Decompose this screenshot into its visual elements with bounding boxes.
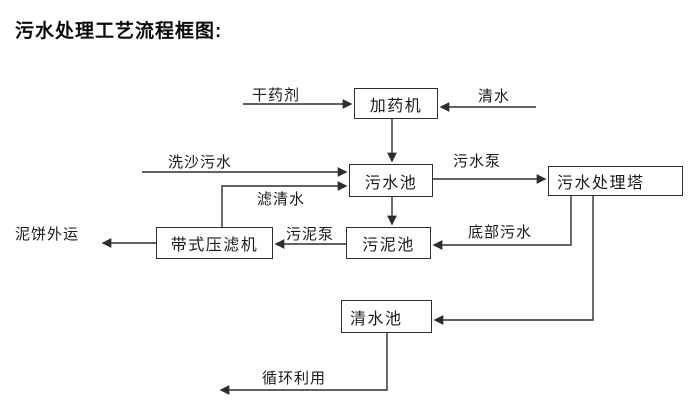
node-belt-filter-press: 带式压滤机 — [156, 227, 273, 259]
node-treatment-tower: 污水处理塔 — [548, 166, 683, 196]
label-dry-chemical: 干药剂 — [252, 87, 301, 104]
label-sand-washing-sewage: 洗沙污水 — [168, 154, 233, 171]
arrow-clean-water-pool-to-recycling — [219, 333, 388, 395]
arrow-filtered-water-to-sewage-pool — [221, 181, 348, 227]
label-recycling: 循环利用 — [262, 370, 327, 387]
label-sludge-pump: 污泥泵 — [286, 226, 335, 243]
arrow-bottom-sewage-to-sludge-pool — [432, 196, 572, 250]
page-title: 污水处理工艺流程框图: — [15, 21, 223, 42]
node-dosing-machine: 加药机 — [354, 88, 438, 119]
label-clean-water: 清水 — [478, 88, 511, 105]
arrow-tower-to-clean-water-pool — [433, 196, 594, 325]
label-bottom-sewage: 底部污水 — [468, 224, 533, 241]
node-sludge-pool: 污泥池 — [346, 227, 431, 259]
node-clean-water-pool: 清水池 — [341, 300, 432, 333]
label-filtered-water: 滤清水 — [257, 191, 306, 208]
node-sewage-pool: 污水池 — [349, 164, 433, 197]
label-mud-cake-out: 泥饼外运 — [15, 226, 80, 243]
label-sewage-pump: 污水泵 — [453, 153, 502, 170]
